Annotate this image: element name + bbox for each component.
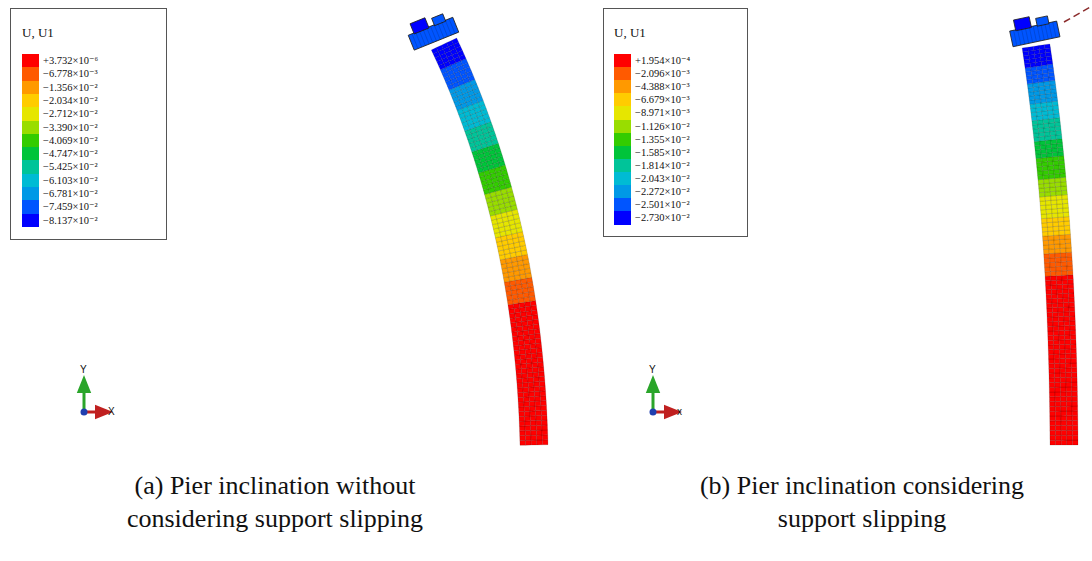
legend-value: −2.272×10⁻² — [635, 186, 690, 198]
legend-value: −1.356×10⁻² — [43, 82, 98, 94]
axis-label: X — [108, 406, 115, 417]
legend-value: +3.732×10⁻⁶ — [43, 55, 98, 67]
legend-swatch — [614, 198, 631, 212]
pier-mesh — [405, 8, 548, 445]
legend-value: −2.501×10⁻² — [635, 199, 690, 211]
legend-swatch — [614, 172, 631, 186]
legend-swatch — [22, 214, 39, 228]
legend-value: −4.388×10⁻³ — [635, 81, 690, 93]
legend-value: −3.390×10⁻² — [43, 122, 98, 134]
subfigure-caption: (a) Pier inclination without considering… — [75, 470, 475, 535]
axis-label: Y — [649, 364, 656, 375]
legend-value: +1.954×10⁻⁴ — [635, 55, 690, 67]
legend-value: −6.679×10⁻³ — [635, 94, 690, 106]
reference-line — [1064, 6, 1092, 22]
legend-value: −5.425×10⁻² — [43, 161, 98, 173]
subfigure-caption: (b) Pier inclination considering support… — [662, 470, 1062, 535]
legend-swatch — [614, 120, 631, 134]
legend-swatch — [22, 147, 39, 161]
legend-swatch — [614, 54, 631, 68]
legend-swatch — [22, 187, 39, 201]
axis-label: Y — [80, 364, 87, 375]
legend-value: −2.043×10⁻² — [635, 173, 690, 185]
axis-triad — [650, 384, 674, 416]
legend-value: −7.459×10⁻² — [43, 201, 98, 213]
legend-swatch — [614, 93, 631, 107]
legend-value: −1.126×10⁻² — [635, 121, 690, 133]
legend-value: −2.712×10⁻² — [43, 108, 98, 120]
pier-mesh — [1008, 11, 1078, 445]
legend-value: −8.137×10⁻² — [43, 215, 98, 227]
legend-swatch — [22, 121, 39, 135]
legend-swatch — [22, 160, 39, 174]
legend-swatch — [22, 94, 39, 108]
legend-swatch — [22, 200, 39, 214]
legend-value: −2.034×10⁻² — [43, 95, 98, 107]
axis-label: x — [677, 406, 682, 417]
legend-title: U, U1 — [614, 26, 646, 40]
legend-swatch — [614, 133, 631, 147]
legend-swatch — [614, 185, 631, 199]
legend-value: −1.585×10⁻² — [635, 147, 690, 159]
legend-swatch — [22, 107, 39, 121]
legend-value: −2.096×10⁻³ — [635, 68, 690, 80]
legend-value: −1.814×10⁻² — [635, 160, 690, 172]
legend-value: −6.778×10⁻³ — [43, 68, 98, 80]
legend-value: −1.355×10⁻² — [635, 134, 690, 146]
axis-triad — [81, 384, 105, 416]
legend-swatch — [22, 174, 39, 188]
legend-swatch — [22, 54, 39, 68]
legend-swatch — [22, 134, 39, 148]
legend-title: U, U1 — [22, 26, 54, 40]
legend-swatch — [614, 146, 631, 160]
legend-swatch — [22, 81, 39, 95]
legend-swatch — [614, 211, 631, 225]
legend-value: −4.069×10⁻² — [43, 135, 98, 147]
legend-swatch — [614, 67, 631, 81]
legend-value: −4.747×10⁻² — [43, 148, 98, 160]
legend-swatch — [22, 67, 39, 81]
legend-value: −2.730×10⁻² — [635, 212, 690, 224]
legend-swatch — [614, 159, 631, 173]
legend-swatch — [614, 106, 631, 120]
legend-value: −8.971×10⁻³ — [635, 107, 690, 119]
legend-swatch — [614, 80, 631, 94]
legend-value: −6.781×10⁻² — [43, 188, 98, 200]
legend-value: −6.103×10⁻² — [43, 175, 98, 187]
